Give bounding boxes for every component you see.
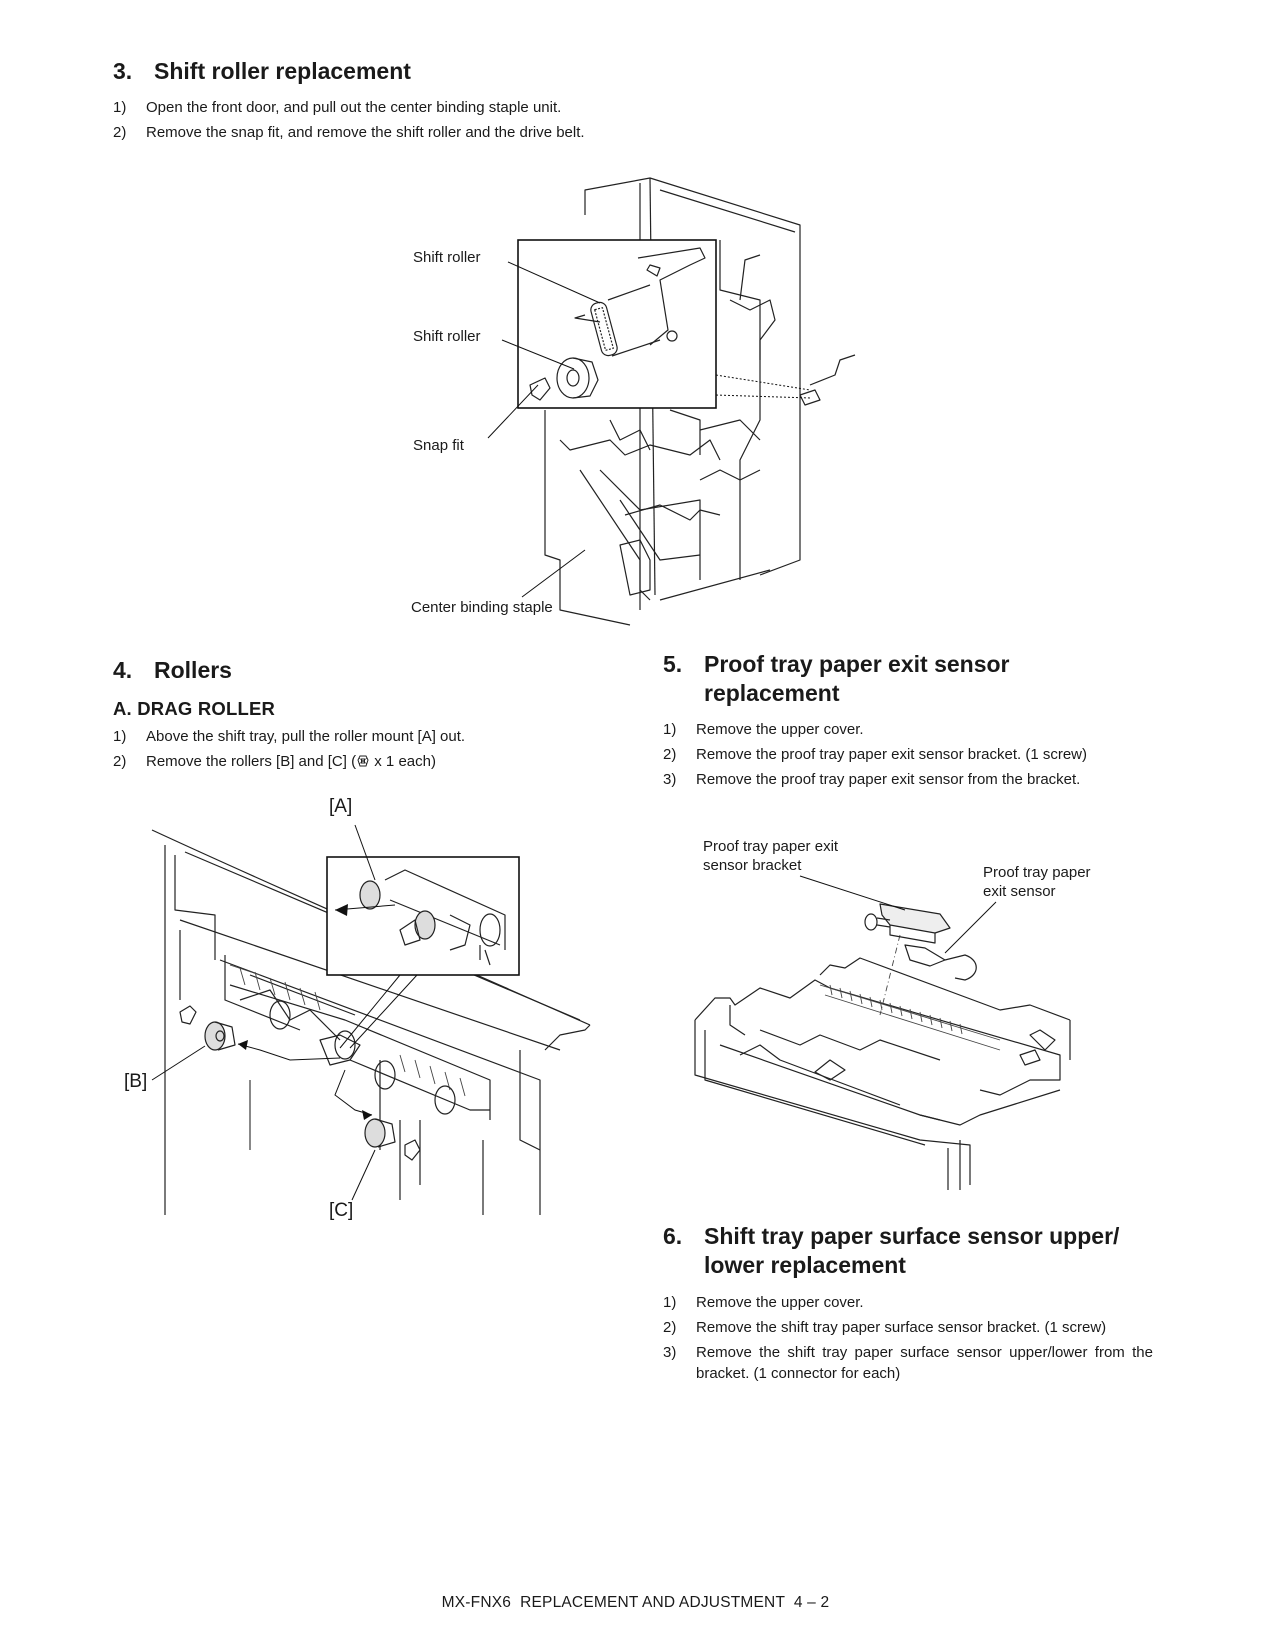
step-text-before: Remove the rollers [B] and [C] ( (146, 753, 357, 770)
step-text: Above the shift tray, pull the roller mo… (146, 728, 466, 745)
step-number: 1) (113, 728, 127, 745)
shift-roller-label: Shift roller (413, 249, 481, 266)
step-number: 2) (113, 124, 127, 141)
section-title-line: Proof tray paper exit sensor (704, 651, 1010, 677)
proof-tray-sensor-label: Proof tray paper exit sensor (983, 864, 1091, 900)
step-text: Remove the rollers [B] and [C] ( x 1 eac… (146, 751, 436, 772)
label-c: [C] (329, 1200, 354, 1221)
section-4-heading: 4. Rollers (113, 656, 613, 686)
section-6-heading: 6. Shift tray paper surface sensor upper… (663, 1222, 1203, 1282)
section-3-heading: 3. Shift roller replacement (113, 57, 713, 87)
section-title-line: replacement (704, 680, 840, 706)
proof-tray-sensor-bracket-label: Proof tray paper exit sensor bracket (703, 838, 839, 874)
subsection-title: DRAG ROLLER (137, 698, 276, 719)
step-text: Remove the shift tray paper surface sens… (696, 1319, 1107, 1336)
section-title-line: lower replacement (704, 1252, 906, 1278)
section-number: 5. (663, 651, 683, 677)
step-text: Remove the upper cover. (696, 1294, 864, 1311)
section-number: 6. (663, 1223, 683, 1249)
step-text: Remove the proof tray paper exit sensor … (696, 771, 1081, 788)
section-5-heading: 5. Proof tray paper exit sensor replacem… (663, 650, 1183, 710)
shift-roller-label: Shift roller (413, 328, 481, 345)
step-text: Remove the snap fit, and remove the shif… (146, 124, 585, 141)
step-number: 3) (663, 1344, 677, 1361)
page-footer: MX-FNX6 REPLACEMENT AND ADJUSTMENT 4 – 2 (441, 1594, 830, 1611)
subsection-heading: A. DRAG ROLLER (113, 698, 275, 720)
step-number: 1) (663, 1294, 677, 1311)
label-b: [B] (124, 1071, 148, 1092)
step-number: 1) (663, 721, 677, 738)
section-number: 4. (113, 657, 133, 683)
section-title: Rollers (154, 657, 232, 683)
step-text: Remove the shift tray paper surface sens… (696, 1344, 1153, 1382)
step-number: 1) (113, 99, 127, 116)
step-text: Remove the upper cover. (696, 721, 864, 738)
section-number: 3. (113, 58, 133, 84)
step-number: 2) (663, 746, 677, 763)
subsection-letter: A. (113, 698, 132, 719)
label-a: [A] (329, 796, 353, 817)
step-number: 2) (113, 753, 127, 770)
step-text: Open the front door, and pull out the ce… (146, 99, 562, 116)
step-text: Remove the proof tray paper exit sensor … (696, 746, 1087, 763)
step-number: 3) (663, 771, 677, 788)
section-title: Shift roller replacement (154, 58, 411, 84)
center-binding-staple-label: Center binding staple (411, 599, 553, 616)
step-text-after: x 1 each) (370, 753, 436, 770)
step-number: 2) (663, 1319, 677, 1336)
section-title-line: Shift tray paper surface sensor upper/ (704, 1223, 1120, 1249)
snap-fit-label: Snap fit (413, 437, 464, 454)
e-ring-icon (357, 755, 369, 767)
